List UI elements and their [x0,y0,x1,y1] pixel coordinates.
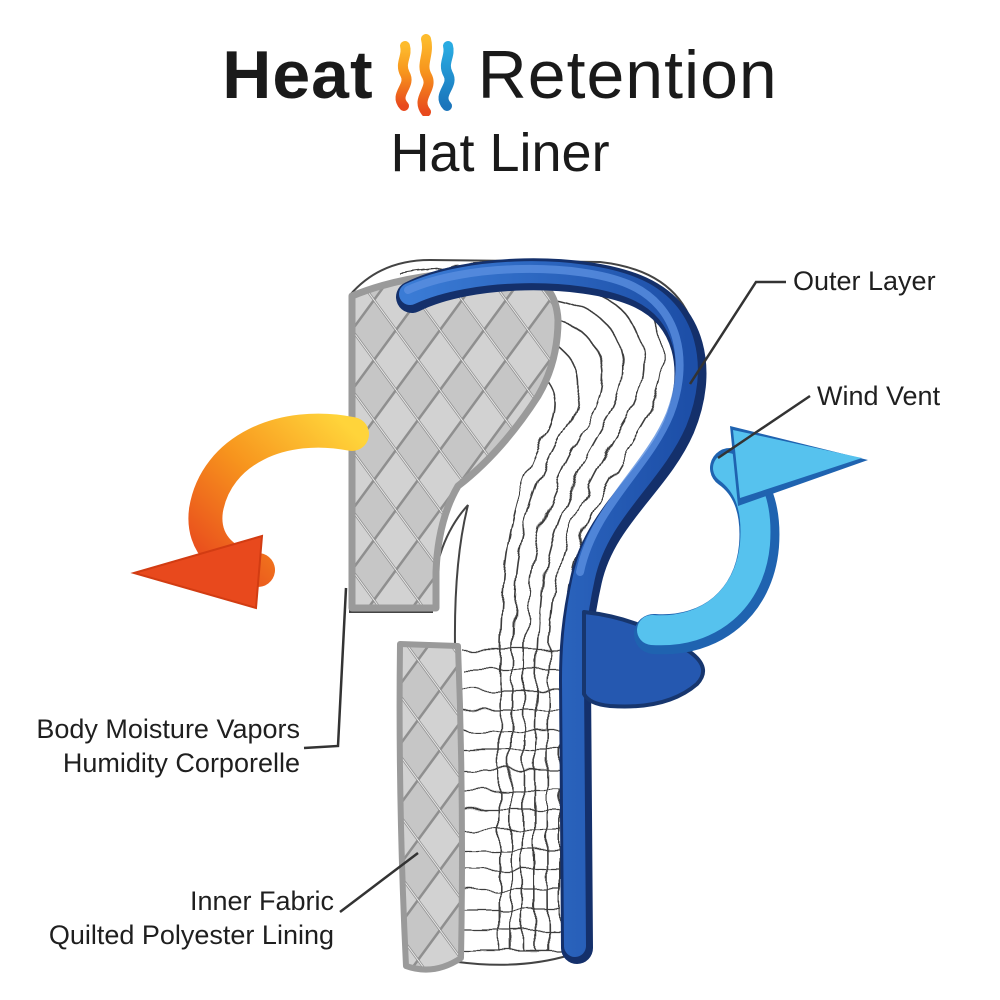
label-inner-fabric-line2: Quilted Polyester Lining [48,920,334,950]
label-body-moisture-line2: Humidity Corporelle [62,748,300,778]
title-word-retention: Retention [477,37,778,113]
label-inner-fabric-line1: Inner Fabric [189,886,334,916]
outer-layer-shape [396,258,707,964]
leader-line-wind-vent [717,394,811,460]
wind-arrow-icon [634,426,868,655]
moisture-arrow-icon [130,413,369,610]
leader-line-body-moisture [303,587,348,750]
page-title: Heat Retention [0,34,1000,116]
leader-line-outer-layer [688,280,786,385]
title-word-heat: Heat [222,37,374,113]
label-wind-vent: Wind Vent [817,381,941,411]
label-inner-fabric: Inner Fabric Quilted Polyester Lining [18,884,334,952]
leader-line-inner-fabric [339,852,419,913]
label-body-moisture: Body Moisture Vapors Humidity Corporelle [24,712,300,780]
label-outer-layer: Outer Layer [793,266,936,296]
page-subtitle: Hat Liner [390,123,610,183]
quilted-lining-lower-shape [396,641,465,973]
heat-flame-icon [395,34,455,116]
label-body-moisture-line1: Body Moisture Vapors [36,714,300,744]
